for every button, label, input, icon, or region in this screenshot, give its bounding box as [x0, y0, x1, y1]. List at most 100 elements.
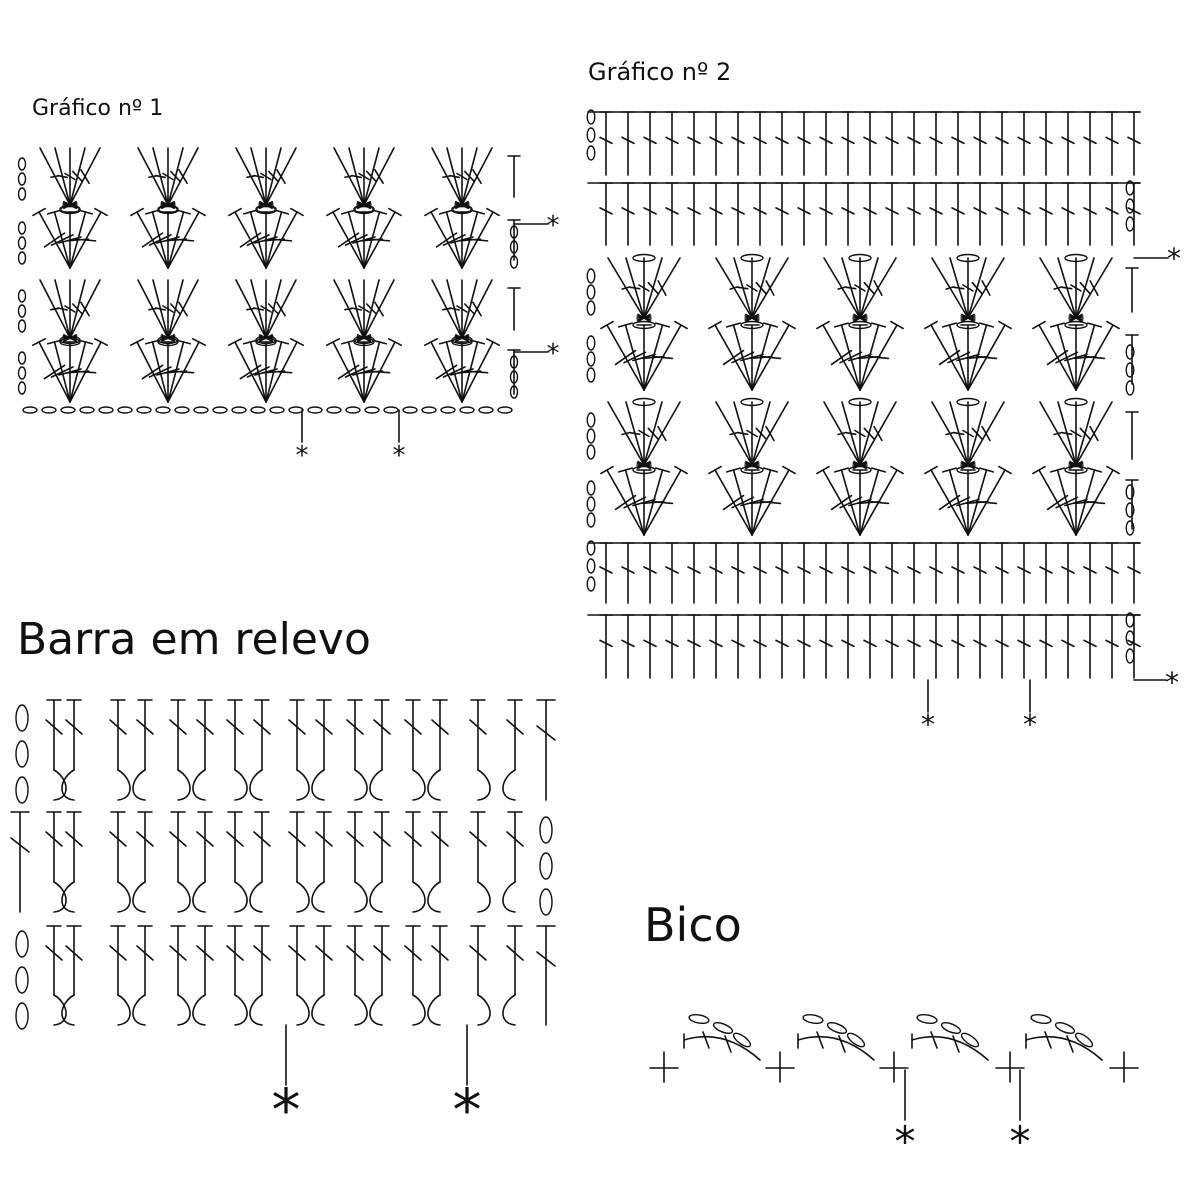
stitch-cross-bar — [1017, 566, 1031, 574]
chain-stitch — [956, 320, 980, 330]
stitch-cross-bar — [938, 349, 961, 366]
stitch-cross-bar — [651, 355, 674, 360]
stitch-cross-bar — [863, 639, 877, 648]
stitch-cross-bar — [647, 281, 659, 295]
foundation-chain — [383, 406, 399, 414]
stitch-cross-bar — [775, 207, 789, 215]
marker-asterisk: * — [1023, 708, 1037, 741]
stitch-top-bar — [924, 320, 938, 330]
chain-stitch — [1064, 253, 1088, 263]
stitch-cross-bar — [56, 174, 69, 179]
stitch-cross-bar — [643, 136, 657, 145]
stitch-cross-bar — [873, 280, 883, 296]
stitch-cross-bar — [162, 305, 174, 313]
stitch-cross-bar — [837, 286, 847, 290]
turning-chain — [17, 381, 27, 395]
post-treble-stitch — [346, 699, 368, 801]
post-treble-stitch — [427, 699, 449, 801]
stitch-cross-bar — [973, 136, 987, 145]
stitch-cross-bar — [1046, 349, 1069, 366]
stitch-cross-bar — [841, 207, 855, 215]
turning-chain — [586, 284, 596, 300]
marker-asterisk: * — [1167, 242, 1181, 275]
marker-asterisk: * — [921, 708, 935, 741]
post-hook — [117, 994, 131, 1026]
stitch-cross-bar — [973, 207, 987, 215]
stitch-top-bar — [782, 465, 796, 475]
treble-stitch — [340, 209, 368, 269]
foundation-chain — [193, 406, 209, 414]
stitch-cross-bar — [1044, 1031, 1052, 1049]
chain-stitch — [956, 253, 980, 263]
stitch-top-bar — [144, 339, 161, 345]
stitch-cross-bar — [947, 496, 971, 509]
stitch-cross-bar — [1017, 207, 1031, 215]
stitch-cross-bar — [665, 639, 679, 648]
treble-stitch — [708, 465, 753, 536]
stitch-cross-bar — [469, 831, 487, 847]
stitch-cross-bar — [404, 719, 422, 735]
stitch-cross-bar — [755, 281, 767, 295]
post-treble-stitch — [427, 925, 449, 1026]
turning-chain — [15, 740, 29, 768]
stitch-cross-bar — [841, 136, 855, 145]
stitch-cross-bar — [651, 500, 674, 505]
stitch-cross-bar — [973, 566, 987, 574]
post-hook — [192, 769, 206, 801]
stitch-cross-bar — [765, 425, 775, 442]
stitch-cross-bar — [657, 425, 667, 442]
stitch-cross-bar — [80, 301, 90, 317]
stitch-top-bar — [438, 209, 455, 215]
post-hook — [177, 881, 191, 913]
chain-stitch — [157, 335, 179, 345]
stitch-top-bar — [654, 322, 671, 328]
chain-stitch — [956, 397, 980, 407]
picot-chain — [826, 1022, 848, 1034]
stitch-cross-bar — [368, 238, 391, 242]
foundation-chain — [497, 406, 513, 414]
stitch-cross-bar — [1053, 431, 1063, 436]
stitch-cross-bar — [365, 170, 378, 183]
stitch-top-bar — [424, 207, 438, 217]
turning-chain — [586, 367, 596, 383]
stitch-cross-bar — [837, 431, 847, 436]
foundation-chain — [79, 406, 95, 414]
post-hook — [311, 994, 325, 1026]
stitch-top-bar — [833, 322, 850, 328]
foundation-chain — [364, 406, 380, 414]
stitch-cross-bar — [1039, 639, 1053, 648]
post-treble-stitch — [311, 699, 333, 801]
stitch-cross-bar — [472, 168, 482, 185]
stitch-cross-bar — [647, 427, 659, 440]
stitch-cross-bar — [731, 566, 745, 574]
stitch-cross-bar — [109, 945, 127, 961]
stitch-cross-bar — [816, 1031, 824, 1049]
stitch-top-bar — [192, 207, 206, 217]
stitch-cross-bar — [621, 566, 635, 574]
post-hook — [117, 769, 131, 801]
stitch-cross-bar — [643, 639, 657, 648]
stitch-cross-bar — [178, 301, 188, 317]
stitch-cross-bar — [1105, 207, 1119, 215]
foundation-chain — [250, 406, 266, 414]
post-hook — [249, 881, 263, 913]
foundation-chain — [288, 406, 304, 414]
stitch-top-bar — [1106, 320, 1120, 330]
stitch-top-bar — [175, 209, 192, 215]
stitch-top-bar — [129, 337, 145, 347]
picot-edge-diagram: ** — [649, 1013, 1139, 1166]
post-hook — [177, 769, 191, 801]
stitch-cross-bar — [74, 370, 97, 374]
post-treble-stitch — [288, 925, 310, 1026]
stitch-cross-bar — [854, 284, 866, 292]
stitch-cross-bar — [1105, 136, 1119, 145]
treble-stitch — [751, 320, 796, 391]
stitch-top-bar — [1086, 322, 1103, 328]
marker-asterisk: * — [272, 1076, 301, 1144]
post-treble-stitch — [45, 811, 67, 913]
stitch-cross-bar — [753, 207, 767, 215]
treble-stitch — [1075, 465, 1120, 536]
stitch-top-bar — [853, 313, 867, 323]
stitch-cross-bar — [863, 207, 877, 215]
post-treble-stitch — [226, 925, 248, 1026]
